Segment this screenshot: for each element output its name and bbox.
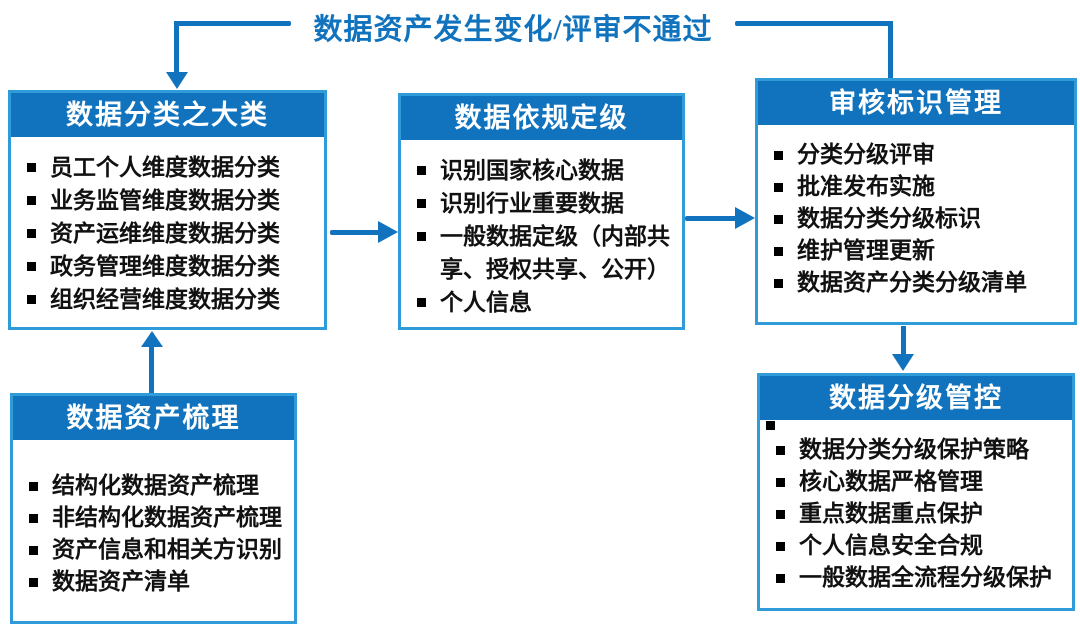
list-item: 政务管理维度数据分类: [27, 250, 316, 283]
bullet-square-icon: [27, 196, 36, 205]
bullet-square-icon: [774, 279, 783, 288]
list-item: 数据资产清单: [29, 566, 286, 598]
feedback-line-left-horizontal: [176, 21, 291, 26]
feedback-label: 数据资产发生变化/评审不通过: [313, 14, 713, 46]
feedback-arrowhead-down-icon: [166, 72, 188, 89]
list-item: 分类分级评审: [774, 139, 1066, 171]
arrow-review-to-control-head-icon: [892, 354, 914, 371]
bullet-square-icon: [29, 514, 38, 523]
list-item: 一般数据定级（内部共享、授权共享、公开）: [417, 220, 674, 286]
item-label: 业务监管维度数据分类: [50, 188, 280, 213]
bullet-square-icon: [27, 163, 36, 172]
item-label: 一般数据全流程分级保护: [799, 565, 1052, 590]
item-label: 数据分类分级保护策略: [799, 437, 1029, 462]
list-item: 资产信息和相关方识别: [29, 534, 286, 566]
stray-bullet-square-icon: [766, 421, 775, 430]
bullet-square-icon: [774, 215, 783, 224]
item-label: 识别行业重要数据: [440, 191, 624, 216]
item-label: 批准发布实施: [797, 174, 935, 199]
bullet-square-icon: [27, 262, 36, 271]
item-label: 组织经营维度数据分类: [50, 287, 280, 312]
node-control-title: 数据分级管控: [760, 376, 1072, 420]
item-label: 资产运维维度数据分类: [50, 221, 280, 246]
item-label: 数据资产分类分级清单: [797, 270, 1027, 295]
feedback-line-right-horizontal: [735, 21, 893, 26]
item-label: 员工个人维度数据分类: [50, 155, 280, 180]
item-label: 维护管理更新: [797, 238, 935, 263]
arrow-classification-to-grading-head-icon: [378, 221, 398, 243]
bullet-square-icon: [776, 510, 785, 519]
node-grading-list: 识别国家核心数据 识别行业重要数据 一般数据定级（内部共享、授权共享、公开） 个…: [401, 140, 682, 319]
bullet-square-icon: [774, 151, 783, 160]
list-item: 个人信息安全合规: [776, 530, 1064, 562]
list-item: 组织经营维度数据分类: [27, 283, 316, 316]
list-item: 一般数据全流程分级保护: [776, 562, 1064, 594]
item-label: 个人信息: [440, 290, 532, 315]
bullet-square-icon: [776, 542, 785, 551]
bullet-square-icon: [776, 574, 785, 583]
arrow-grading-to-review-line: [685, 216, 737, 221]
list-item: 识别国家核心数据: [417, 154, 674, 187]
item-label: 资产信息和相关方识别: [52, 537, 282, 562]
list-item: 结构化数据资产梳理: [29, 470, 286, 502]
bullet-square-icon: [29, 546, 38, 555]
list-item: 批准发布实施: [774, 171, 1066, 203]
item-label: 重点数据重点保护: [799, 501, 983, 526]
item-label: 分类分级评审: [797, 142, 935, 167]
item-label: 一般数据定级（内部共享、授权共享、公开）: [440, 224, 670, 282]
list-item: 重点数据重点保护: [776, 498, 1064, 530]
arrow-review-to-control-line: [901, 326, 906, 356]
node-inventory-list: 结构化数据资产梳理 非结构化数据资产梳理 资产信息和相关方识别 数据资产清单: [13, 440, 294, 598]
bullet-square-icon: [417, 199, 426, 208]
list-item: 数据资产分类分级清单: [774, 267, 1066, 299]
item-label: 数据资产清单: [52, 569, 190, 594]
feedback-line-right-vertical: [888, 21, 893, 78]
node-control-list: 数据分类分级保护策略 核心数据严格管理 重点数据重点保护 个人信息安全合规 一般…: [760, 420, 1072, 594]
list-item: 数据分类分级保护策略: [776, 434, 1064, 466]
arrow-classification-to-grading-line: [330, 230, 380, 235]
item-label: 核心数据严格管理: [799, 469, 983, 494]
list-item: 核心数据严格管理: [776, 466, 1064, 498]
list-item: 非结构化数据资产梳理: [29, 502, 286, 534]
node-review: 审核标识管理 分类分级评审 批准发布实施 数据分类分级标识 维护管理更新 数据资…: [755, 78, 1077, 325]
node-classification: 数据分类之大类 员工个人维度数据分类 业务监管维度数据分类 资产运维维度数据分类…: [8, 90, 327, 330]
bullet-square-icon: [774, 247, 783, 256]
item-label: 非结构化数据资产梳理: [52, 505, 282, 530]
list-item: 识别行业重要数据: [417, 187, 674, 220]
list-item: 数据分类分级标识: [774, 203, 1066, 235]
item-label: 识别国家核心数据: [440, 158, 624, 183]
bullet-square-icon: [29, 482, 38, 491]
bullet-square-icon: [774, 183, 783, 192]
list-item: 员工个人维度数据分类: [27, 151, 316, 184]
item-label: 数据分类分级标识: [797, 206, 981, 231]
bullet-square-icon: [27, 229, 36, 238]
node-grading-title: 数据依规定级: [401, 96, 682, 140]
bullet-square-icon: [417, 232, 426, 241]
item-label: 个人信息安全合规: [799, 533, 983, 558]
bullet-square-icon: [776, 446, 785, 455]
node-classification-title: 数据分类之大类: [11, 93, 324, 137]
node-grading: 数据依规定级 识别国家核心数据 识别行业重要数据 一般数据定级（内部共享、授权共…: [398, 93, 685, 330]
node-control: 数据分级管控 数据分类分级保护策略 核心数据严格管理 重点数据重点保护 个人信息…: [757, 373, 1075, 611]
bullet-square-icon: [27, 295, 36, 304]
item-label: 结构化数据资产梳理: [52, 473, 259, 498]
bullet-square-icon: [29, 578, 38, 587]
feedback-line-left-vertical: [174, 21, 179, 74]
node-review-title: 审核标识管理: [758, 81, 1074, 125]
bullet-square-icon: [776, 478, 785, 487]
list-item: 个人信息: [417, 286, 674, 319]
bullet-square-icon: [417, 298, 426, 307]
bullet-square-icon: [417, 166, 426, 175]
node-inventory: 数据资产梳理 结构化数据资产梳理 非结构化数据资产梳理 资产信息和相关方识别 数…: [10, 393, 297, 624]
arrow-grading-to-review-head-icon: [735, 207, 755, 229]
node-inventory-title: 数据资产梳理: [13, 396, 294, 440]
item-label: 政务管理维度数据分类: [50, 254, 280, 279]
list-item: 业务监管维度数据分类: [27, 184, 316, 217]
arrow-inventory-to-classification-head-icon: [141, 331, 163, 347]
node-classification-list: 员工个人维度数据分类 业务监管维度数据分类 资产运维维度数据分类 政务管理维度数…: [11, 137, 324, 316]
list-item: 资产运维维度数据分类: [27, 217, 316, 250]
arrow-inventory-to-classification-line: [149, 346, 154, 393]
node-review-list: 分类分级评审 批准发布实施 数据分类分级标识 维护管理更新 数据资产分类分级清单: [758, 125, 1074, 299]
list-item: 维护管理更新: [774, 235, 1066, 267]
